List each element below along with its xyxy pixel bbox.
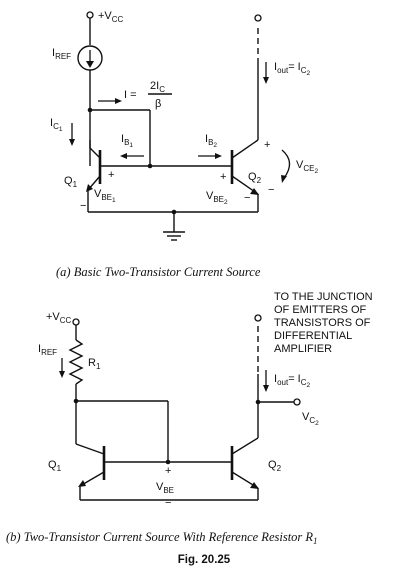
q1-collector-lead-b — [75, 443, 105, 455]
vbe-plus-b: + — [165, 465, 171, 477]
vcc-terminal-b — [72, 318, 80, 326]
iout-arrow-head-b — [263, 385, 269, 392]
i-equation-denominator: β — [155, 98, 161, 110]
vce2-curved-arrow — [281, 149, 291, 179]
q2-collector-lead-b — [231, 437, 259, 455]
transistor-q1-a — [86, 140, 102, 212]
circuit-a: +VCC IREF I = 2IC β IC1 IB1 I — [50, 10, 318, 279]
vbe2-minus: − — [244, 192, 250, 204]
current-source-arrowhead — [86, 61, 94, 68]
vce2-plus: + — [264, 139, 270, 151]
q2-emitter-arrow-b — [250, 482, 259, 489]
ib1-arrow-head — [120, 153, 127, 159]
iref-label-b: IREF — [38, 343, 57, 357]
q1-label-a: Q1 — [64, 175, 78, 189]
circuit-b: +VCC R1 IREF + VBE − Q1 — [6, 291, 376, 546]
transistor-q2-a — [230, 139, 259, 212]
ic1-arrow-head — [69, 139, 75, 146]
i-arrow-head — [115, 98, 122, 104]
q1-emitter-arrow-b — [78, 480, 86, 487]
r1-label: R1 — [88, 357, 101, 371]
node-base-bus-b — [165, 459, 171, 465]
transistor-q2-b — [230, 437, 259, 500]
transistor-q1-b — [75, 443, 106, 500]
vcc-label-a: +VCC — [98, 10, 124, 24]
caption-b: (b) Two-Transistor Current Source With R… — [6, 530, 318, 546]
q2-emitter-arrow-a — [250, 188, 259, 195]
ib1-label: IB1 — [121, 133, 133, 149]
vce2-minus: − — [268, 184, 274, 196]
figure-number: Fig. 20.25 — [178, 554, 231, 566]
q2-label-a: Q2 — [248, 171, 262, 185]
iout-arrow-head-a — [263, 77, 269, 84]
vbe-label-b: VBE — [156, 481, 174, 495]
q1-label-b: Q1 — [48, 459, 62, 473]
vcc-terminal-a — [86, 11, 94, 19]
iref-label-a: IREF — [52, 47, 71, 61]
ground-symbol-a — [163, 231, 185, 241]
ib2-arrow-head — [215, 153, 222, 159]
vcc-label-b: +VCC — [46, 311, 72, 325]
i-equation-lhs: I = — [124, 89, 137, 101]
vc2-label: VC2 — [302, 411, 319, 427]
resistor-r1 — [68, 339, 84, 385]
caption-a: (a) Basic Two-Transistor Current Source — [56, 265, 261, 279]
vbe2-label: VBE2 — [206, 190, 228, 206]
iout-label-b: Iout= IC2 — [274, 373, 311, 389]
iout-label-a: Iout= IC2 — [274, 61, 311, 77]
iref-arrow-head-b — [59, 371, 65, 378]
iout-terminal-b — [254, 314, 262, 322]
vbe1-plus: + — [108, 169, 114, 181]
vc2-terminal — [293, 398, 301, 406]
vce2-label: VCE2 — [296, 159, 318, 175]
q1-collector-lead-a — [89, 147, 101, 159]
ib2-label: IB2 — [205, 133, 217, 149]
node-base-bus-a — [147, 163, 153, 169]
vbe-minus-b: − — [165, 497, 171, 509]
ic1-label-a: IC1 — [50, 117, 63, 133]
output-note: TO THE JUNCTION OF EMITTERS OF TRANSISTO… — [274, 291, 376, 355]
vbe2-plus: + — [220, 171, 226, 183]
vbe1-minus: − — [80, 200, 86, 212]
q2-label-b: Q2 — [268, 459, 282, 473]
i-equation-numerator: 2IC — [150, 80, 165, 94]
iout-terminal-a — [254, 14, 262, 22]
vce2-arrow-head — [281, 175, 287, 183]
vbe1-label: VBE1 — [94, 188, 116, 204]
q2-collector-lead-a — [231, 139, 259, 159]
